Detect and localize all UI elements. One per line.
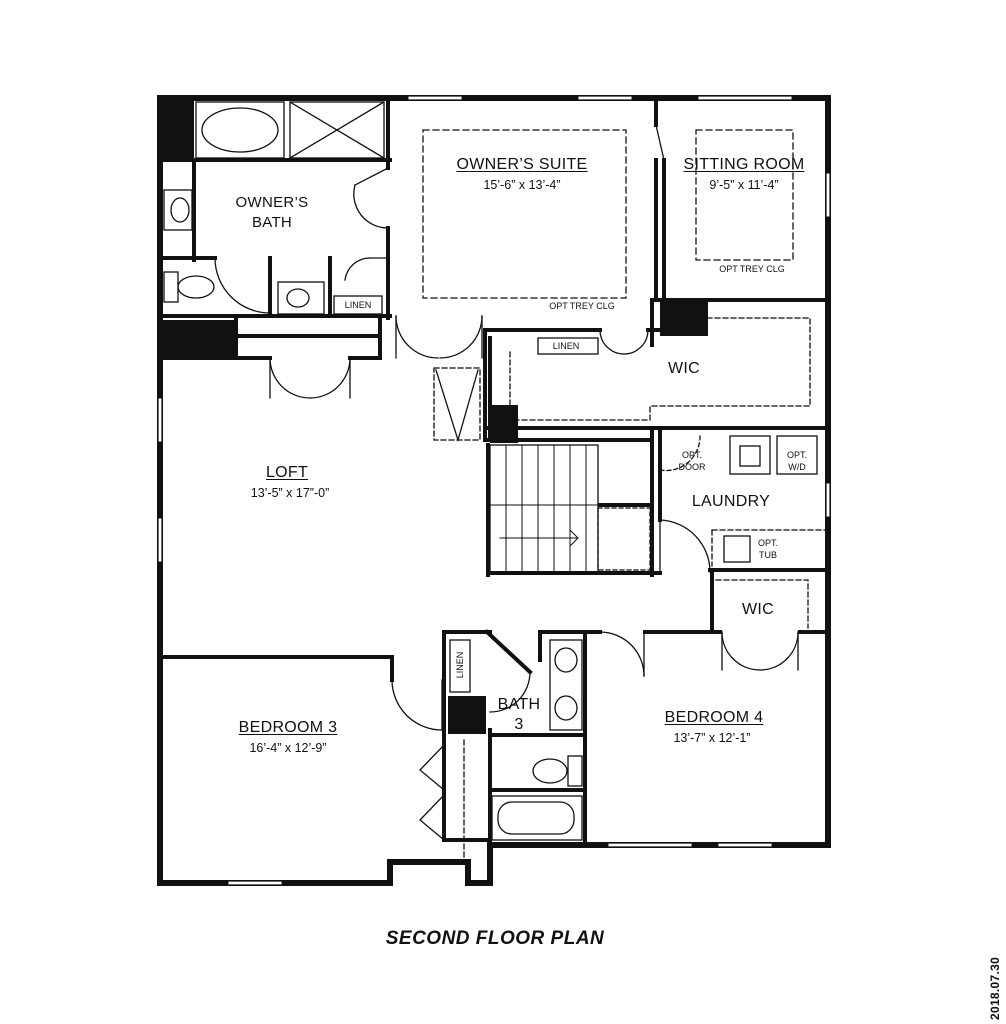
- laundry-opt-door-1: OPT.: [681, 450, 703, 460]
- owners-suite-dims: 15’-6” x 13’-4”: [483, 178, 561, 192]
- bedroom3-name: BEDROOM 3: [238, 719, 338, 736]
- interior-walls: [158, 96, 830, 847]
- bath3-linen-label: LINEN: [455, 651, 465, 679]
- wic-owner-name: WIC: [667, 360, 701, 377]
- owners-suite-trey-note: OPT TREY CLG: [549, 301, 615, 311]
- bedroom4-dims: 13’-7” x 12’-1”: [673, 731, 751, 745]
- fixtures: [163, 101, 827, 863]
- sitting-room-trey-note: OPT TREY CLG: [719, 264, 785, 274]
- plan-caption: SECOND FLOOR PLAN: [385, 928, 605, 949]
- sitting-room-name: SITTING ROOM: [683, 156, 805, 173]
- doors: [214, 124, 799, 841]
- laundry-opt-door-2: DOOR: [678, 462, 706, 472]
- laundry-opt-tub-2: TUB: [759, 550, 777, 560]
- bedroom4-name: BEDROOM 4: [664, 709, 764, 726]
- exterior-walls: [157, 95, 831, 886]
- hall-linen-label: LINEN: [552, 341, 580, 351]
- date-stamp: 2018.07.30: [988, 956, 1002, 1020]
- owner-bath-linen-label: LINEN: [344, 300, 372, 310]
- loft-dims: 13’-5” x 17”-0”: [250, 486, 330, 500]
- laundry-name: LAUNDRY: [691, 493, 771, 510]
- sitting-room-dims: 9’-5” x 11’-4”: [709, 178, 779, 192]
- laundry-opt-tub-1: OPT.: [757, 538, 779, 548]
- windows: [158, 96, 830, 885]
- owners-suite-name: OWNER’S SUITE: [456, 156, 588, 173]
- bedroom3-dims: 16’-4” x 12’-9”: [249, 741, 327, 755]
- wic-bedroom4-name: WIC: [741, 601, 775, 618]
- chases: [160, 98, 708, 734]
- laundry-opt-wd-2: W/D: [788, 462, 806, 472]
- laundry-opt-wd-1: OPT.: [786, 450, 808, 460]
- bath3-name-1: BATH: [497, 696, 541, 713]
- owners-bath-name-2: BATH: [251, 214, 293, 231]
- bath3-name-2: 3: [514, 716, 524, 733]
- loft-name: LOFT: [265, 464, 309, 481]
- owners-bath-name-1: OWNER’S: [235, 194, 309, 211]
